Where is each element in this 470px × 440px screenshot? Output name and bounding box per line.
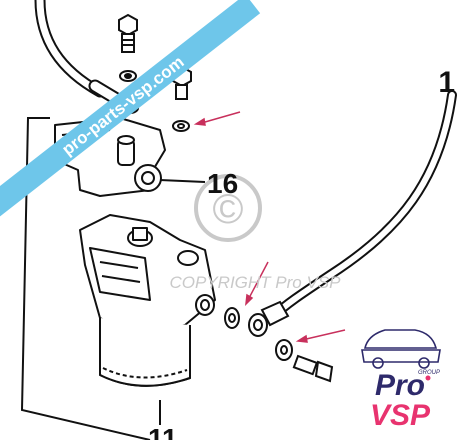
pointer-arrows [193, 111, 346, 343]
callout-16: 16 [207, 168, 238, 199]
banjo-washer [224, 307, 240, 329]
banjo-bolt [275, 339, 334, 383]
pro-vsp-logo: GROUP Pro VSP [361, 329, 441, 432]
leader-lines [20, 117, 206, 440]
copyright-watermark: © COPYRIGHT Pro VSP [170, 174, 342, 292]
callout-11: 11 [148, 423, 178, 440]
copyright-symbol: © [213, 185, 244, 232]
logo-line-vsp: VSP [370, 399, 431, 432]
fuel-hose-upper [34, 0, 122, 105]
top-bolt [118, 13, 138, 53]
callout-1: 1 [438, 66, 455, 99]
filter-head [79, 214, 216, 336]
logo-line-pro: Pro [375, 369, 425, 402]
fuel-hose-right [270, 90, 457, 320]
filter-bowl [99, 318, 191, 387]
car-icon [361, 329, 441, 369]
logo-dot [425, 375, 431, 381]
copyright-text: COPYRIGHT Pro VSP [170, 273, 342, 292]
logo-group-text: GROUP [418, 370, 440, 376]
hose-fitting [248, 300, 290, 337]
